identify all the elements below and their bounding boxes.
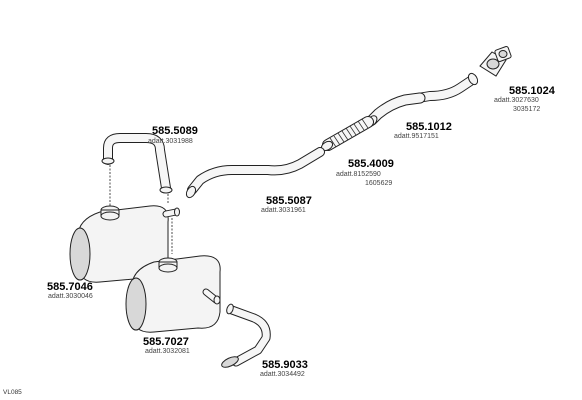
muffler-7046 (69, 205, 180, 283)
middle-pipe-5087 (185, 147, 325, 199)
label-585-5089: 585.5089 adatt.3031988 (148, 125, 198, 145)
part-reference: adatt.3027630 (494, 97, 539, 104)
muffler-7027 (125, 255, 221, 333)
part-number: 585.1012 (406, 121, 452, 133)
part-reference: adatt.3034492 (260, 371, 305, 378)
flexible-pipe-4009 (320, 116, 374, 152)
flange-gasket (479, 46, 512, 77)
connecting-pipe-5089 (101, 133, 173, 194)
label-585-5087: 585.5087 adatt.3031961 (261, 195, 312, 214)
label-585-1024: 585.1024 adatt.3027630 3035172 (494, 85, 556, 113)
part-reference: adatt.3031961 (261, 207, 306, 214)
part-reference: adatt.3031988 (148, 138, 193, 145)
label-585-7046: 585.7046 adatt.3030046 (47, 281, 93, 300)
label-585-9033: 585.9033 adatt.3034492 (260, 359, 308, 378)
part-reference: adatt.9517151 (394, 133, 439, 140)
part-number: 585.9033 (262, 359, 308, 371)
diagram-code: VL085 (3, 389, 22, 396)
part-reference: adatt.3032081 (145, 348, 190, 355)
part-number: 585.7027 (143, 336, 189, 348)
label-585-7027: 585.7027 adatt.3032081 (143, 336, 190, 355)
part-number: 585.7046 (47, 281, 93, 293)
part-reference: adatt.3030046 (48, 293, 93, 300)
label-585-4009: 585.4009 adatt.8152590 1605629 (336, 158, 394, 187)
part-number: 585.4009 (348, 158, 394, 170)
part-reference: 1605629 (365, 180, 392, 187)
front-pipe-1024 (413, 72, 479, 103)
tail-pipe-9033 (221, 303, 271, 368)
part-number: 585.5089 (152, 125, 198, 137)
part-number: 585.5087 (266, 195, 312, 207)
label-585-1012: 585.1012 adatt.9517151 (394, 121, 452, 140)
part-reference: adatt.8152590 (336, 171, 381, 178)
part-reference: 3035172 (513, 106, 540, 113)
part-number: 585.1024 (509, 85, 556, 97)
